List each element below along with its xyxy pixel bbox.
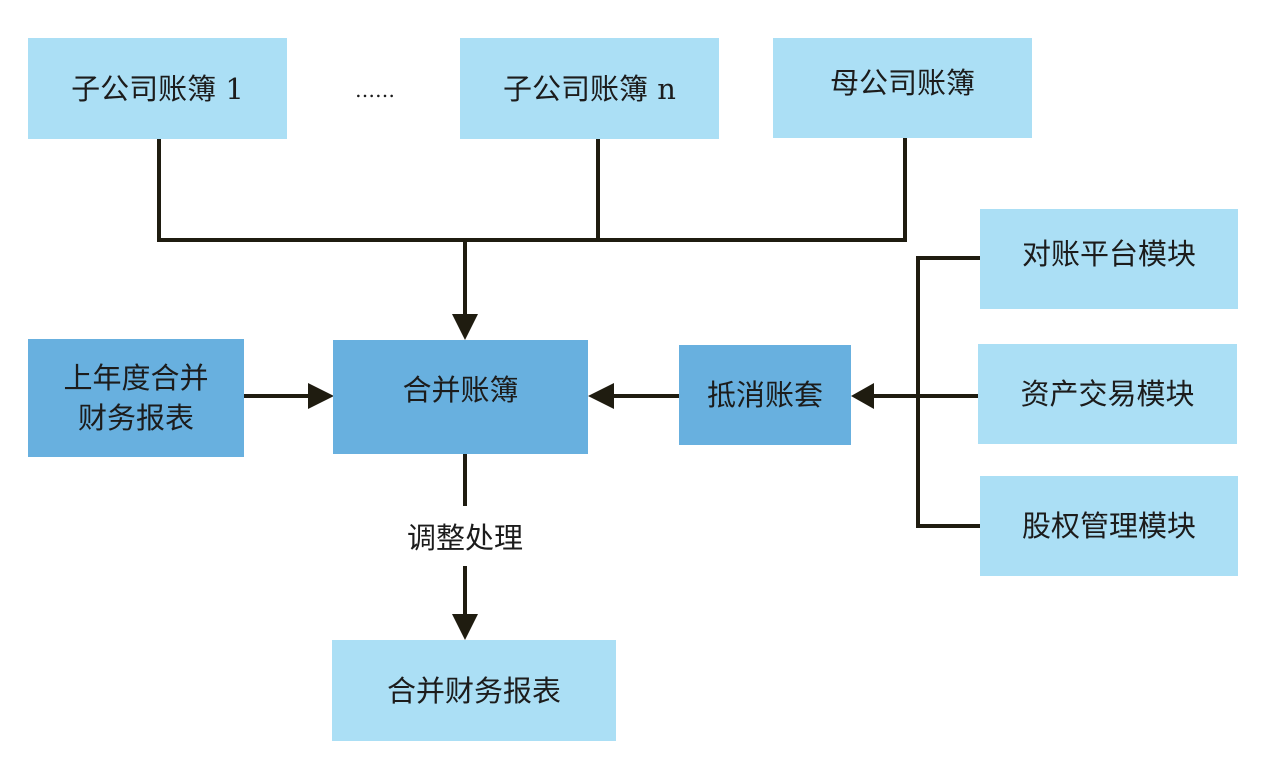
- arrowhead-into-ledger-left: [308, 383, 334, 409]
- consolidated-report-label: 合并财务报表: [386, 673, 561, 708]
- arrowhead-into-ledger-right: [588, 383, 614, 409]
- prior-year-report-label-line-2: 财务报表: [77, 401, 194, 435]
- consolidated-ledger-label: 合并账簿: [402, 373, 519, 407]
- prior-year-report-node: 上年度合并 财务报表: [28, 339, 244, 457]
- parent-ledger-label: 母公司账簿: [829, 66, 975, 100]
- elimination-set-label: 抵消账套: [706, 378, 823, 412]
- reconciliation-module-node: 对账平台模块: [980, 209, 1238, 309]
- adjustment-label: 调整处理: [406, 521, 523, 555]
- sub-ledger-n-node: 子公司账簿 n: [460, 38, 719, 139]
- consolidated-ledger-node: 合并账簿: [333, 340, 588, 454]
- sub-ledger-n-label: 子公司账簿 n: [503, 71, 676, 106]
- sub-ledger-1-node: 子公司账簿 1: [28, 38, 287, 139]
- asset-trade-module-label: 资产交易模块: [1020, 377, 1195, 411]
- arrowhead-into-ledger-top: [452, 314, 478, 340]
- prior-year-report-label-line-1: 上年度合并: [63, 361, 209, 395]
- asset-trade-module-node: 资产交易模块: [978, 344, 1237, 444]
- arrowhead-into-elimination: [851, 383, 874, 409]
- equity-module-label: 股权管理模块: [1021, 509, 1196, 543]
- ellipsis-label: ……: [355, 78, 395, 102]
- consolidated-report-node: 合并财务报表: [332, 640, 616, 741]
- elimination-set-node: 抵消账套: [679, 345, 851, 445]
- parent-ledger-node: 母公司账簿: [773, 38, 1032, 138]
- arrowhead-into-report: [452, 614, 478, 640]
- sub-ledger-1-label: 子公司账簿 1: [71, 71, 244, 106]
- reconciliation-module-label: 对账平台模块: [1021, 237, 1196, 271]
- equity-module-node: 股权管理模块: [980, 476, 1238, 576]
